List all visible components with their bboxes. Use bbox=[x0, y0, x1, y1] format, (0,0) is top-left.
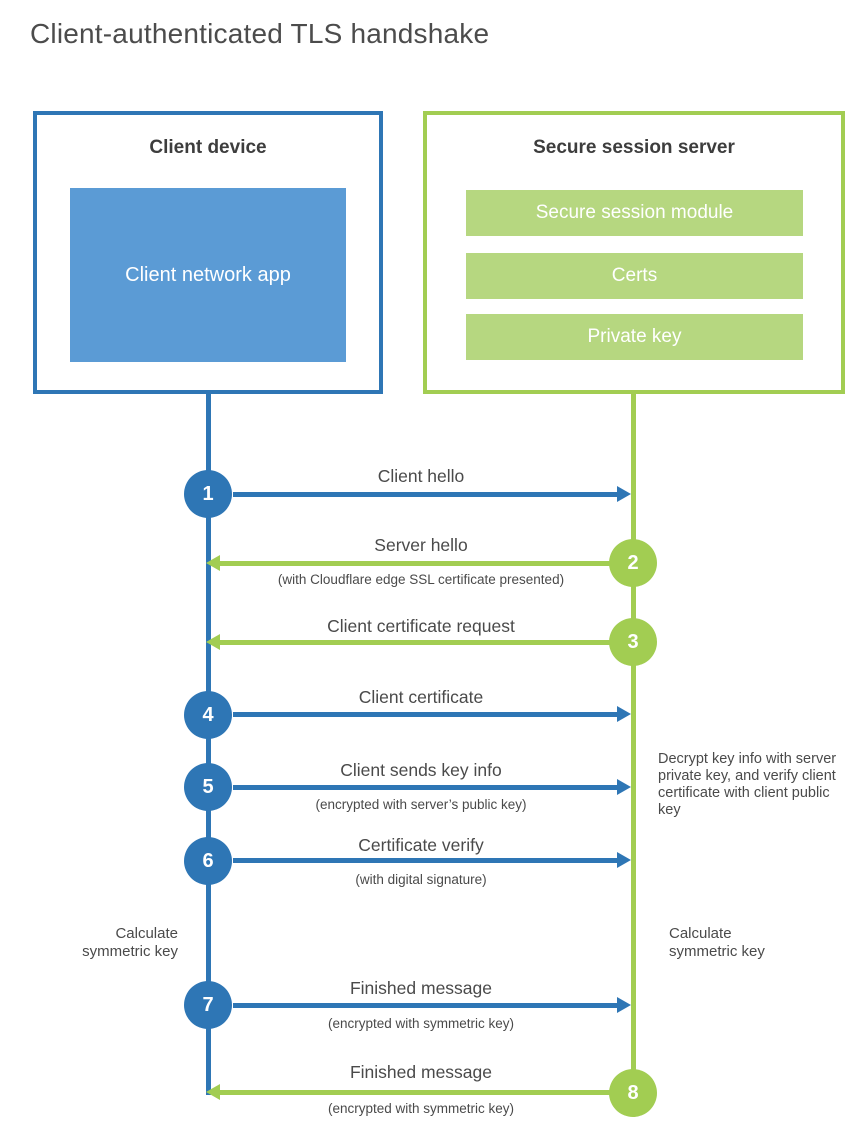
client-device-title: Client device bbox=[149, 137, 267, 158]
step-3-badge: 3 bbox=[609, 618, 657, 666]
client-lifeline bbox=[206, 394, 211, 1095]
server-module-bar: Secure session module bbox=[466, 190, 803, 236]
step-7-label: Finished message bbox=[349, 978, 493, 998]
step-5-badge: 5 bbox=[184, 763, 232, 811]
server-lifeline bbox=[631, 394, 636, 1093]
step-6-number: 6 bbox=[202, 849, 214, 872]
step-6-label: Certificate verify bbox=[358, 835, 484, 855]
step-5-label: Client sends key info bbox=[340, 760, 502, 780]
server-certs-bar: Certs bbox=[466, 253, 803, 299]
calculate-symmetric-key-client-note: Calculate symmetric key bbox=[82, 925, 178, 960]
step-1-badge: 1 bbox=[184, 470, 232, 518]
step-8-label: Finished message bbox=[349, 1062, 493, 1082]
secure-session-server-title: Secure session server bbox=[533, 137, 735, 158]
step-5-sublabel: (encrypted with server’s public key) bbox=[315, 797, 527, 812]
server-private-key-bar: Private key bbox=[466, 314, 803, 360]
step-2-badge: 2 bbox=[609, 539, 657, 587]
step-4-arrow-right bbox=[233, 706, 631, 722]
step-8-badge: 8 bbox=[609, 1069, 657, 1117]
step-7-badge: 7 bbox=[184, 981, 232, 1029]
step-4-number: 4 bbox=[202, 703, 214, 726]
client-device-box: Client device Client network app bbox=[33, 111, 383, 394]
step-1-arrow-right bbox=[233, 486, 631, 502]
step-6-sublabel: (with digital signature) bbox=[355, 872, 487, 887]
step-8-sublabel: (encrypted with symmetric key) bbox=[327, 1101, 515, 1116]
secure-session-server-box: Secure session server Secure session mod… bbox=[423, 111, 845, 394]
step-2-label: Server hello bbox=[374, 535, 468, 555]
step-8-number: 8 bbox=[627, 1081, 639, 1104]
step-5-number: 5 bbox=[202, 775, 214, 798]
step-2-arrow-left bbox=[206, 555, 610, 571]
step-7-number: 7 bbox=[202, 993, 214, 1016]
step-6-badge: 6 bbox=[184, 837, 232, 885]
decrypt-key-note: Decrypt key info with server private key… bbox=[658, 751, 837, 818]
step-7-arrow-right bbox=[233, 997, 631, 1013]
step-5-arrow-right bbox=[233, 779, 631, 795]
step-8-arrow-left bbox=[206, 1084, 610, 1100]
step-3-label: Client certificate request bbox=[327, 616, 515, 636]
server-certs-label: Certs bbox=[611, 265, 658, 286]
step-1-number: 1 bbox=[202, 482, 214, 505]
client-network-app-label: Client network app bbox=[125, 264, 291, 286]
calculate-symmetric-key-server-note: Calculate symmetric key bbox=[669, 925, 765, 960]
step-3-arrow-left bbox=[206, 634, 610, 650]
step-2-number: 2 bbox=[627, 551, 639, 574]
step-6-arrow-right bbox=[233, 852, 631, 868]
step-3-number: 3 bbox=[627, 630, 639, 653]
step-7-sublabel: (encrypted with symmetric key) bbox=[327, 1016, 515, 1031]
server-module-label: Secure session module bbox=[535, 202, 734, 223]
step-4-badge: 4 bbox=[184, 691, 232, 739]
client-network-app-box: Client network app bbox=[70, 188, 346, 362]
server-private-key-label: Private key bbox=[587, 326, 682, 347]
page-title: Client-authenticated TLS handshake bbox=[30, 18, 490, 49]
step-1-label: Client hello bbox=[377, 466, 465, 486]
step-2-sublabel: (with Cloudflare edge SSL certificate pr… bbox=[277, 572, 565, 587]
step-4-label: Client certificate bbox=[358, 687, 484, 707]
